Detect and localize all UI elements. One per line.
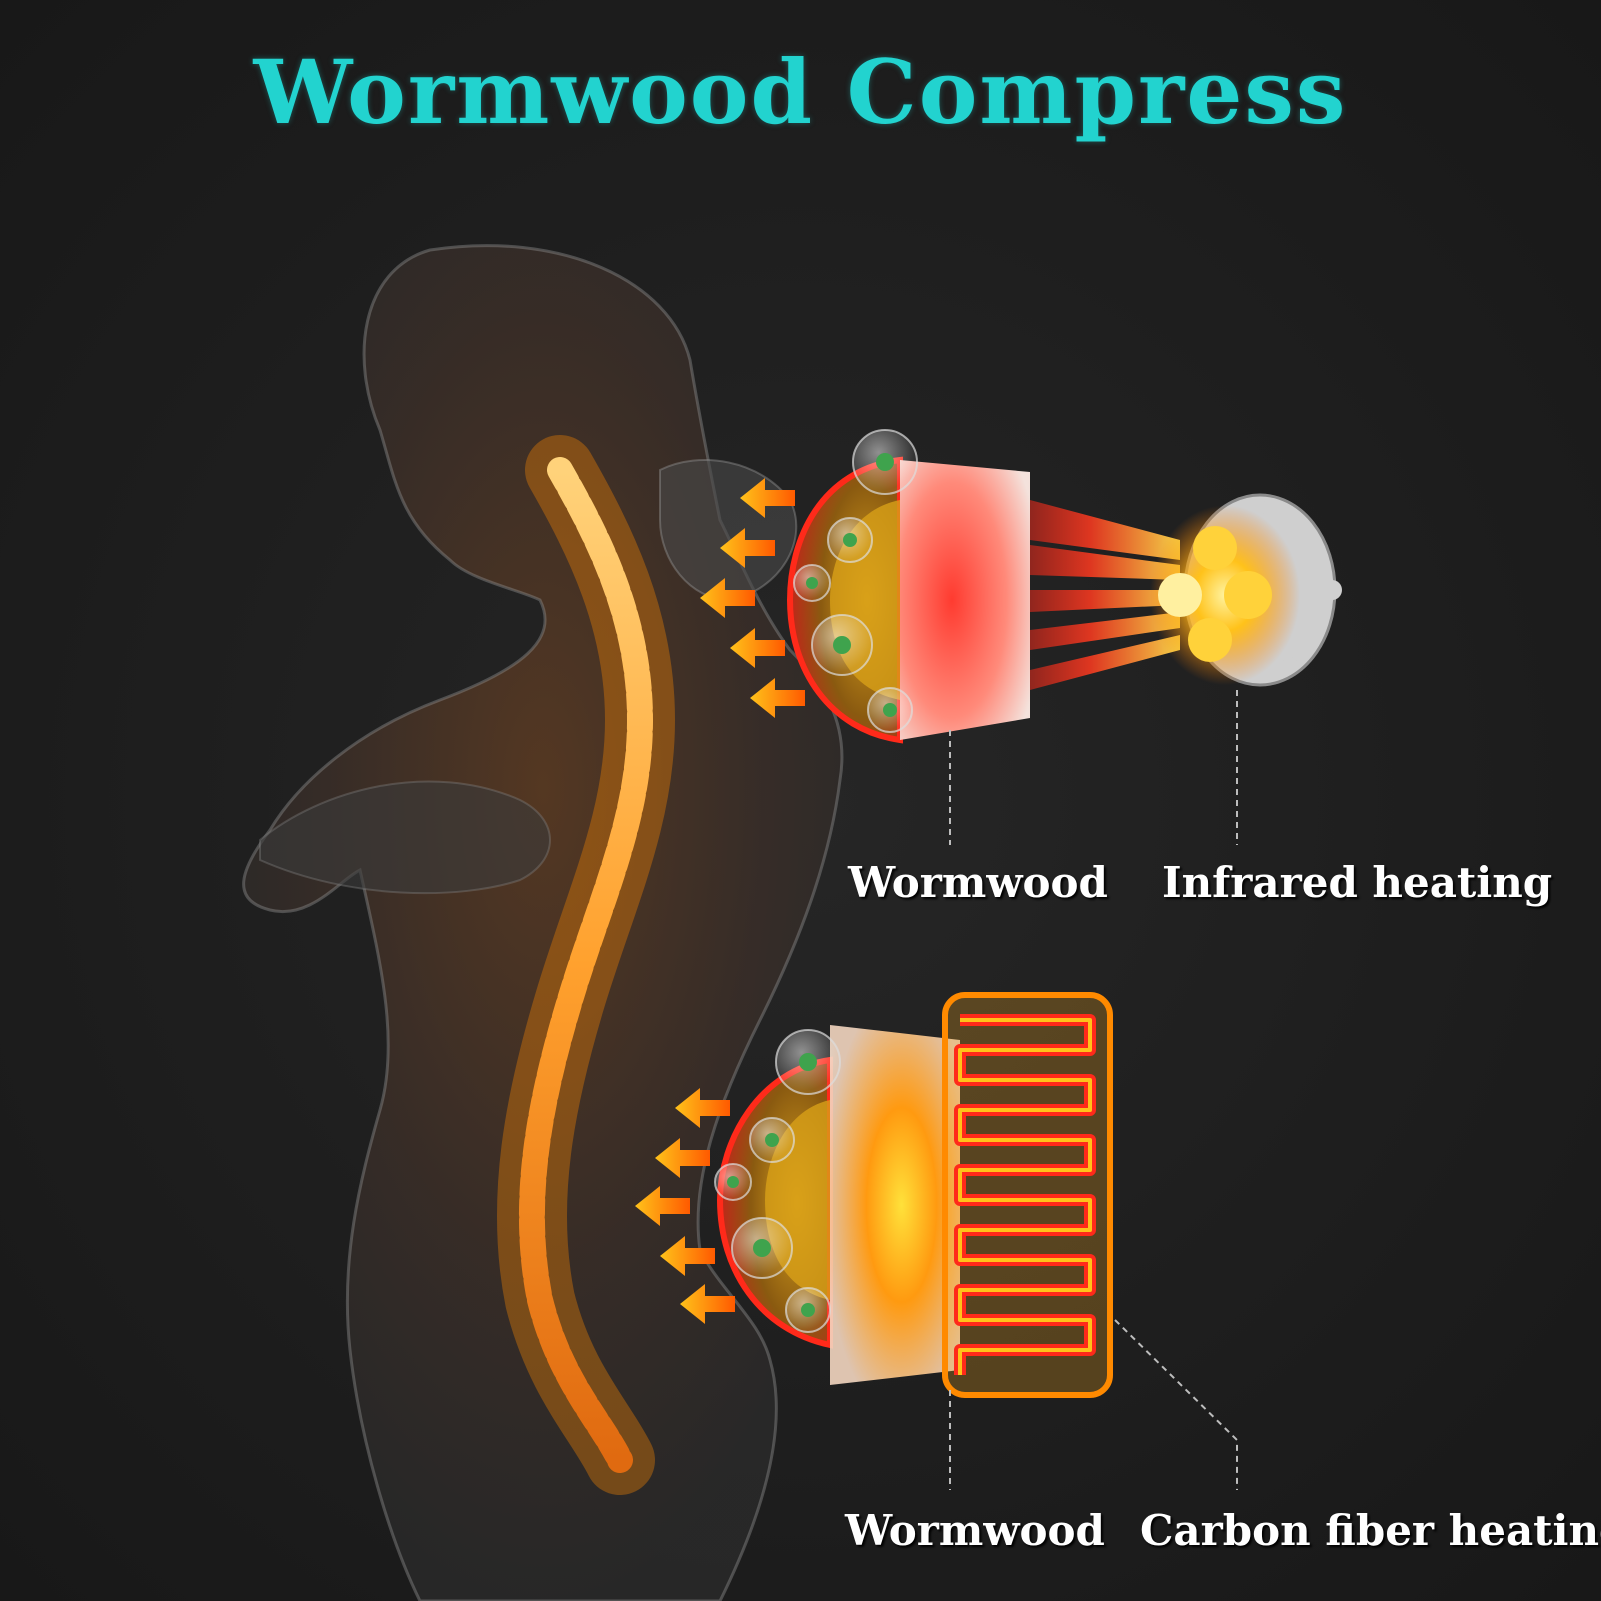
spine-glow xyxy=(496,435,676,1495)
lower-compress xyxy=(714,992,1113,1398)
leader-lines xyxy=(949,690,1238,1490)
heat-arrow-icon xyxy=(675,1088,730,1128)
heat-arrow-icon xyxy=(635,1186,690,1226)
heat-arrow-icon xyxy=(720,528,775,568)
infrared-lamp-icon xyxy=(1150,493,1342,687)
infrared-beams xyxy=(1030,500,1180,690)
heat-arrow-icon xyxy=(700,578,755,618)
upper-compress xyxy=(786,429,1030,744)
label-infrared-heating: Infrared heating xyxy=(1162,858,1553,907)
label-upper-wormwood: Wormwood xyxy=(848,858,1108,907)
heat-arrow-icon xyxy=(655,1138,710,1178)
label-carbon-fiber-heating: Carbon fiber heating xyxy=(1140,1506,1601,1555)
lower-heat-arrows xyxy=(635,1088,735,1324)
upper-heat-arrows xyxy=(700,478,805,718)
page-title: Wormwood Compress xyxy=(253,40,1348,144)
carbon-fiber-coil-icon xyxy=(942,992,1113,1398)
heat-arrow-icon xyxy=(740,478,795,518)
label-lower-wormwood: Wormwood xyxy=(845,1506,1105,1555)
heat-arrow-icon xyxy=(750,678,805,718)
wormwood-bubbles-lower xyxy=(714,1029,841,1333)
heat-arrow-icon xyxy=(730,628,785,668)
wormwood-bubbles-upper xyxy=(793,429,918,733)
heat-arrow-icon xyxy=(660,1236,715,1276)
heat-arrow-icon xyxy=(680,1284,735,1324)
